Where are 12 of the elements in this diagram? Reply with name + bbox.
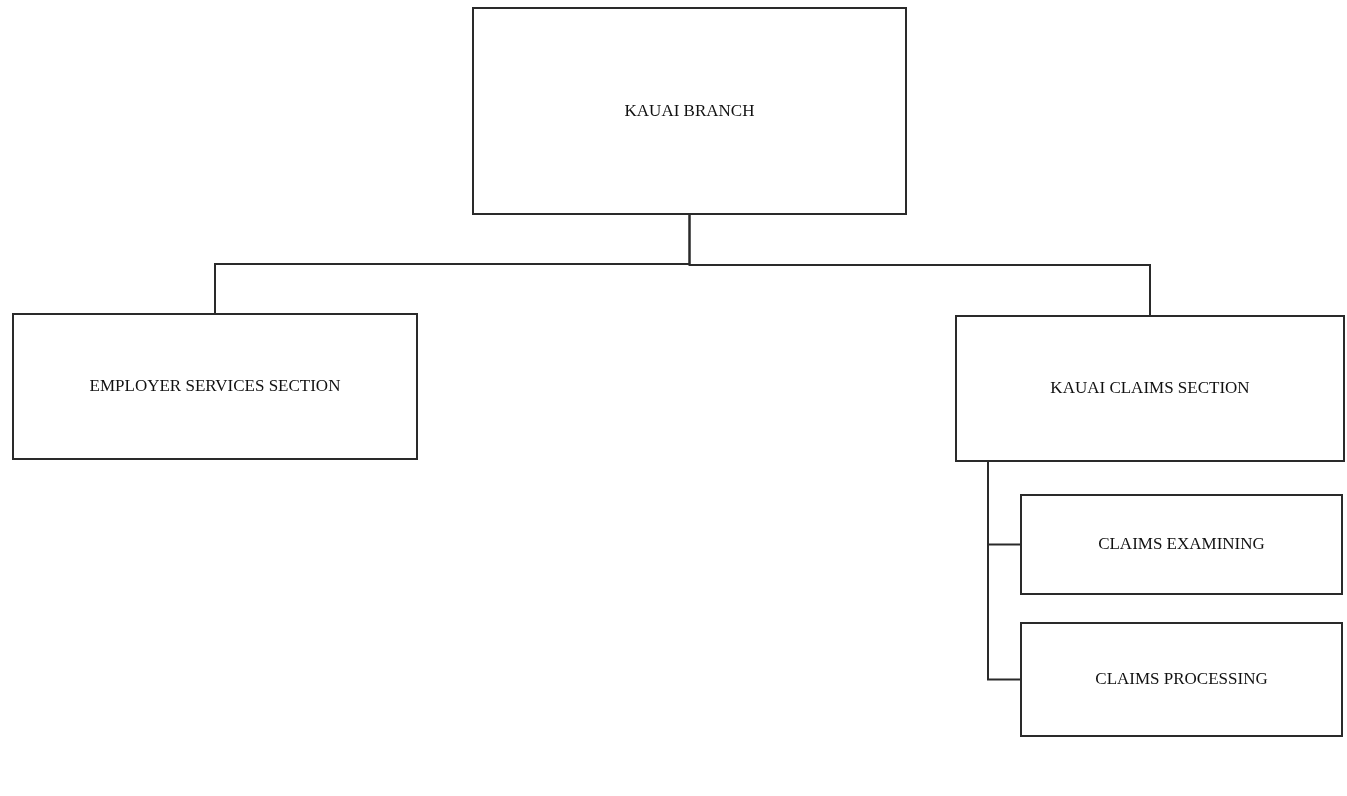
- unit-name: CLAIMS PROCESSING: [1095, 669, 1268, 690]
- unit-name: EMPLOYER SERVICES SECTION: [89, 376, 341, 397]
- org-unit-box: [1020, 494, 1343, 595]
- org-unit-box: [12, 313, 418, 460]
- connector-line: [688, 214, 1151, 316]
- unit-name: KAUAI BRANCH: [624, 100, 755, 122]
- org-unit-box: [955, 315, 1345, 462]
- unit-name: KAUAI CLAIMS SECTION: [1050, 378, 1250, 399]
- unit-name: CLAIMS EXAMINING: [1098, 534, 1265, 555]
- org-unit-box: [472, 7, 907, 215]
- org-unit-box: [1020, 622, 1343, 737]
- connector-line: [987, 461, 1021, 681]
